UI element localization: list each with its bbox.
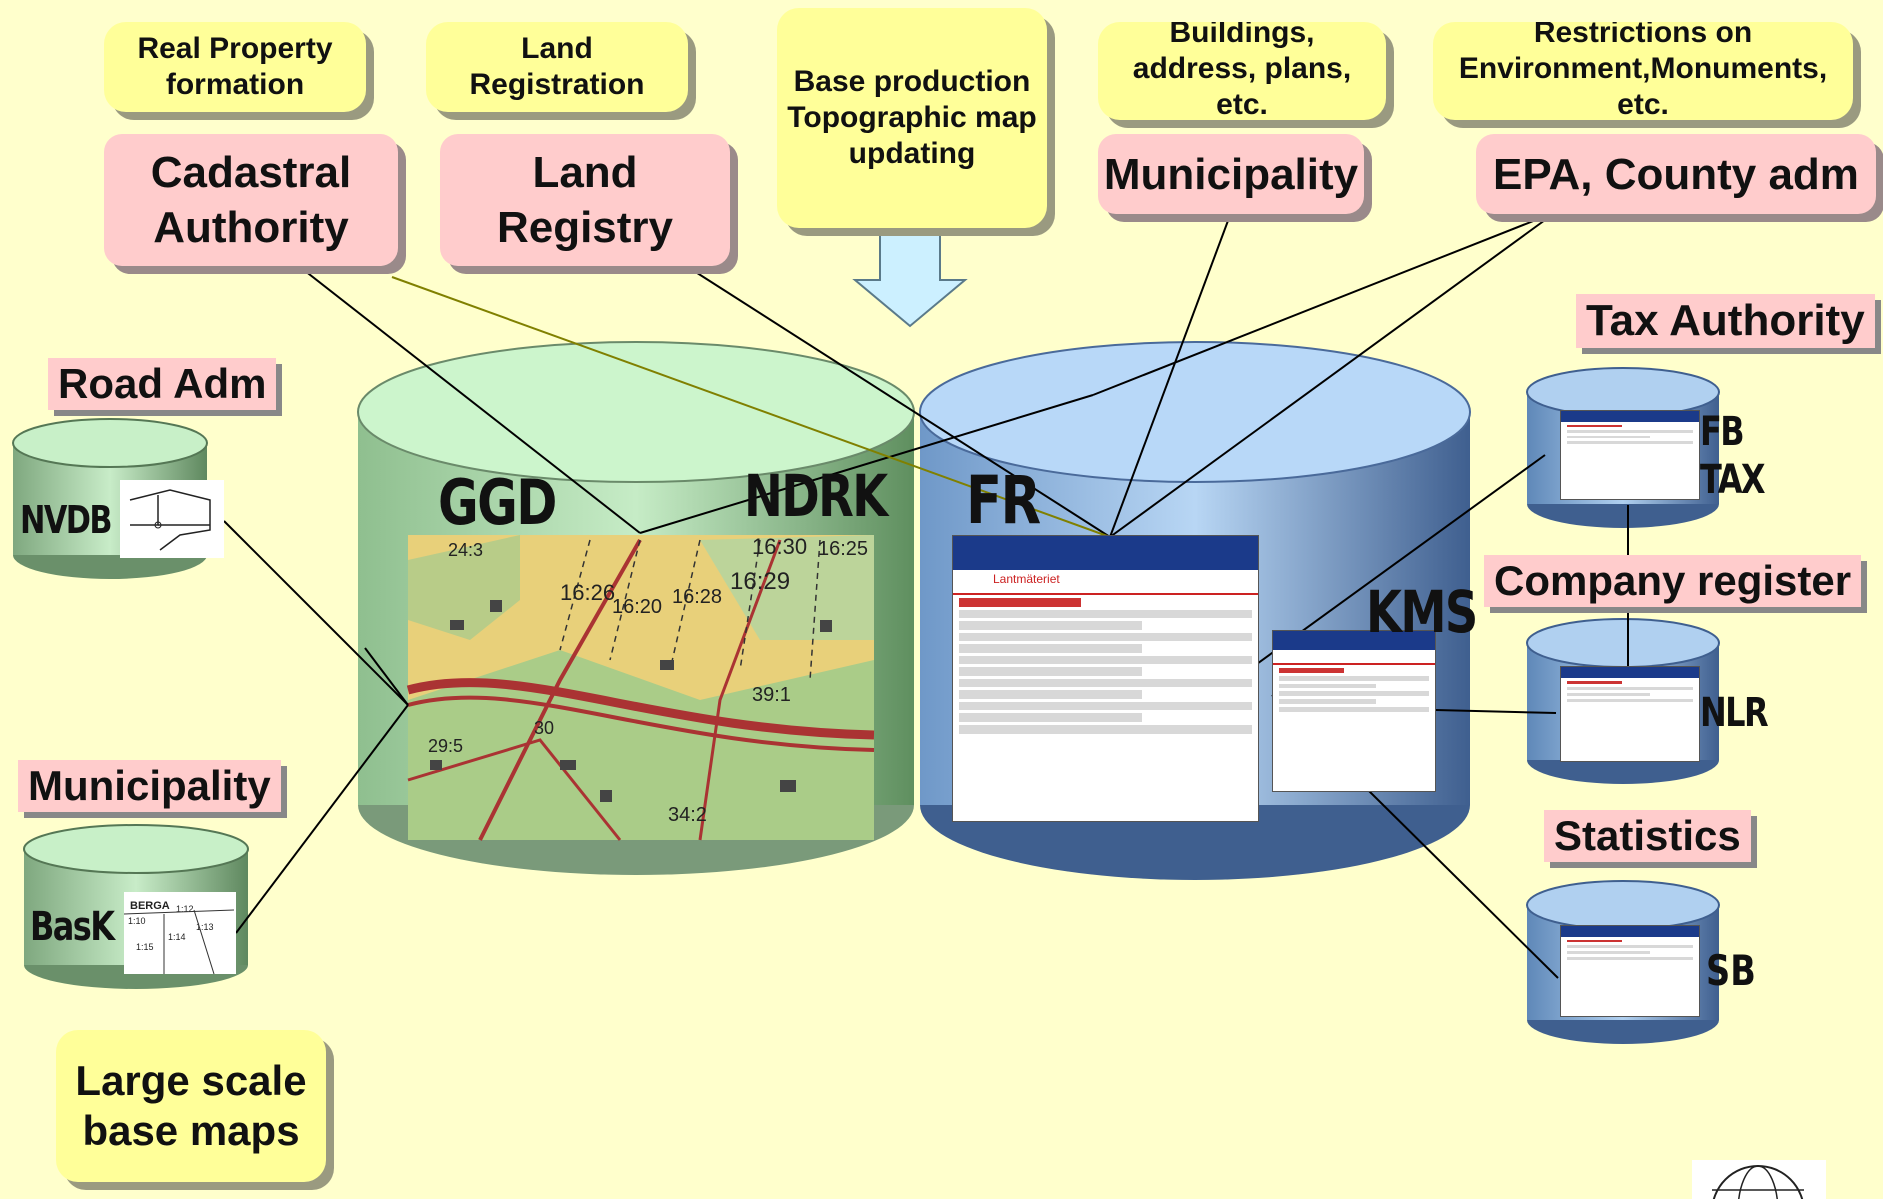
sb-label: SB <box>1706 946 1756 995</box>
map-label: 39:1 <box>752 684 791 706</box>
basemap-label: 1:10 <box>128 916 146 926</box>
road-network-icon <box>129 489 211 551</box>
buildings-box: Buildings, address, plans, etc. <box>1098 22 1386 120</box>
base-production-box: Base production Topographic map updating <box>777 8 1047 228</box>
base-map-thumbnail: BERGA 1:12 1:10 1:14 1:13 1:15 <box>124 892 236 974</box>
land-registry-label: Land Registry <box>496 148 674 252</box>
nlr-label: NLR <box>1700 690 1769 736</box>
restrictions-box: Restrictions on Environment,Monuments, e… <box>1433 22 1853 120</box>
fr-label: FR <box>966 462 1041 539</box>
map-label: 16:25 <box>818 538 869 560</box>
map-label: 16:30 <box>752 534 808 559</box>
olive-connector <box>391 276 1111 538</box>
epa-label: EPA, County adm <box>1493 149 1859 199</box>
tax-authority-label: Tax Authority <box>1576 294 1875 348</box>
buildings-label: Buildings, address, plans, etc. <box>1132 22 1352 120</box>
fr-web-screenshot: Lantmäteriet <box>952 535 1259 822</box>
company-register-label: Company register <box>1484 555 1862 607</box>
municipality-left-label: Municipality <box>18 760 281 812</box>
ndrk-label: NDRK <box>744 462 888 530</box>
land-registry-box: Land Registry <box>440 134 730 266</box>
map-label: 24:3 <box>448 540 484 560</box>
fb-tax-text: FB TAX <box>1700 409 1766 503</box>
large-scale-label: Large scale base maps <box>75 1056 307 1154</box>
basemap-label: 1:13 <box>196 922 214 932</box>
kms-web-screenshot <box>1272 630 1436 792</box>
screenshot-title: Lantmäteriet <box>993 572 1060 587</box>
basemap-label: BERGA <box>130 900 170 912</box>
map-label: 16:26 <box>560 580 616 605</box>
topographic-map <box>406 535 875 841</box>
globe-logo-icon <box>1692 1160 1826 1199</box>
road-network-thumbnail <box>120 480 224 558</box>
basemap-label: 1:14 <box>168 932 186 942</box>
real-property-label: Real Property formation <box>137 32 333 101</box>
land-registration-box: Land Registration <box>426 22 688 112</box>
municipality-top-label: Municipality <box>1103 149 1359 199</box>
map-label: 30 <box>534 718 555 738</box>
map-label: 16:29 <box>730 568 791 595</box>
restrictions-label: Restrictions on Environment,Monuments, e… <box>1458 22 1828 120</box>
bask-label: BasK <box>30 904 115 950</box>
ggd-label: GGD <box>438 466 557 539</box>
epa-county-box: EPA, County adm <box>1476 134 1876 214</box>
nlr-screenshot <box>1560 666 1700 762</box>
basemap-label: 1:15 <box>136 942 154 952</box>
land-registration-label: Land Registration <box>469 32 645 101</box>
large-scale-base-maps-box: Large scale base maps <box>56 1030 326 1182</box>
base-production-label: Base production Topographic map updating <box>787 65 1037 170</box>
cadastral-authority-box: Cadastral Authority <box>104 134 398 266</box>
fb-tax-screenshot <box>1560 410 1700 500</box>
sb-screenshot <box>1560 925 1700 1017</box>
map-label: 34:2 <box>668 804 707 826</box>
road-adm-label: Road Adm <box>48 358 277 410</box>
statistics-label: Statistics <box>1544 810 1751 862</box>
fb-tax-label: FB TAX <box>1700 408 1766 504</box>
down-arrow-icon <box>852 231 968 328</box>
map-label: 29:5 <box>428 736 464 756</box>
map-label: 16:28 <box>672 586 723 608</box>
nvdb-label: NVDB <box>20 498 113 542</box>
real-property-formation-box: Real Property formation <box>104 22 366 112</box>
base-map-lines <box>124 909 235 974</box>
municipality-top-box: Municipality <box>1098 134 1364 214</box>
basemap-label: 1:12 <box>176 904 194 914</box>
cadastral-label: Cadastral Authority <box>150 148 352 252</box>
kms-label: KMS <box>1366 578 1478 646</box>
map-label: 16:20 <box>612 596 663 618</box>
